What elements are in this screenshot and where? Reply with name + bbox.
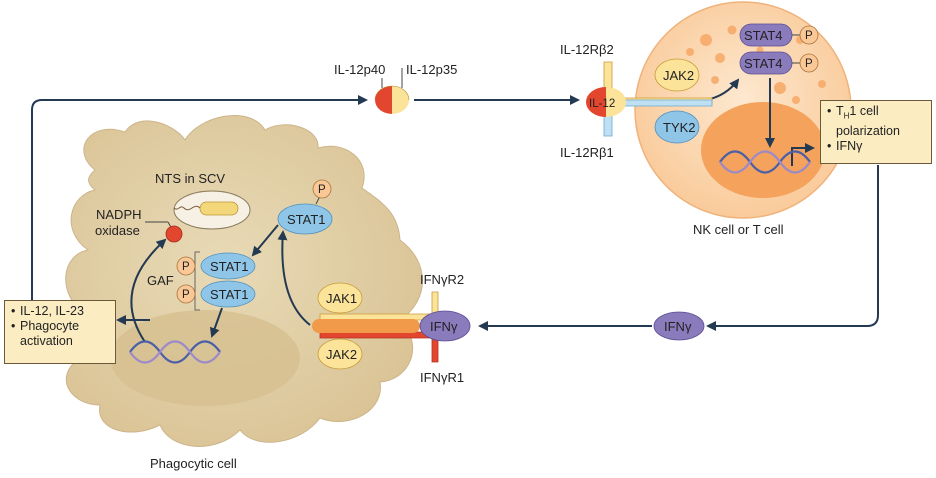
gaf-p1: P <box>182 261 190 273</box>
jak-stat1-arrow <box>277 230 311 326</box>
tyk2 <box>654 110 700 144</box>
ifng-free-label: IFNγ <box>664 319 692 334</box>
gaf-dna-arrow <box>209 307 223 338</box>
il12-receptor <box>586 61 713 137</box>
il12p35-label: IL-12p35 <box>406 62 457 77</box>
phagocyte-dna-helix <box>129 340 221 364</box>
ifng-secretion-arrow <box>706 165 879 331</box>
il12-bound-label: IL-12 <box>589 98 615 110</box>
il12-secretion-arrow <box>31 95 368 300</box>
jak2-nk <box>654 58 700 92</box>
il12rb1-label: IL-12Rβ1 <box>560 145 614 160</box>
phagocyte-output-activation: Phagocyte activation <box>11 319 109 349</box>
ifng-bound-label: IFNγ <box>430 319 458 334</box>
jak1-label: JAK1 <box>326 291 357 306</box>
phagocyte-output-box: IL-12, IL-23 Phagocyte activation <box>4 300 116 364</box>
jak2-nk-label: JAK2 <box>663 68 694 83</box>
stat1-gaf-arrow <box>251 224 279 257</box>
ifng-receptor <box>312 291 471 363</box>
stat4-b-phospho: P <box>805 58 813 70</box>
il12rb2-label: IL-12Rβ2 <box>560 42 614 57</box>
nadph-label-line2: oxidase <box>95 223 140 238</box>
pathway-arrows <box>31 78 879 343</box>
nk-output-ifng: IFNγ <box>827 139 925 154</box>
jak2-phagocyte-label: JAK2 <box>326 347 357 362</box>
nk-or-t-cell <box>634 1 852 219</box>
stat1-b-label: STAT1 <box>210 287 249 302</box>
ifng-free <box>653 311 705 341</box>
nk-transcription-arrow <box>791 143 815 166</box>
tyk2-label: TYK2 <box>663 120 696 135</box>
nk-output-th1: TH1 cell polarization <box>827 104 925 139</box>
il12-cytokine-free <box>374 68 410 114</box>
nts-scv-label: NTS in SCV <box>155 171 225 186</box>
ifngr2-label: IFNγR2 <box>420 272 464 287</box>
stat1-top-label: STAT1 <box>287 212 326 227</box>
dna-nadph-arrow <box>130 238 167 343</box>
phagocytic-cell <box>58 115 423 447</box>
nadph-label-line1: NADPH <box>96 207 142 222</box>
nk-cell-label: NK cell or T cell <box>693 222 784 237</box>
stat4-a-label: STAT4 <box>744 28 783 43</box>
ifngr1-label: IFNγR1 <box>420 370 464 385</box>
phagocytic-cell-label: Phagocytic cell <box>150 456 237 471</box>
phagocyte-nucleus <box>110 310 300 406</box>
il12p40-label: IL-12p40 <box>334 62 385 77</box>
jak2-phagocyte <box>317 338 363 370</box>
gaf-p2: P <box>182 289 190 301</box>
stat4-dimer <box>739 23 819 75</box>
salmonella-containing-vacuole <box>173 190 251 230</box>
gaf-label: GAF <box>147 273 174 288</box>
nk-output-box: TH1 cell polarization IFNγ <box>820 100 932 164</box>
nadph-oxidase <box>145 221 183 243</box>
stat4-a-phospho: P <box>805 30 813 42</box>
stat1-phosphorylated <box>277 179 333 235</box>
phagocyte-output-il12: IL-12, IL-23 <box>11 304 109 319</box>
nk-nucleus <box>701 102 825 198</box>
stat1-top-phospho: P <box>318 184 326 196</box>
nk-dna-helix <box>719 150 811 174</box>
jak1 <box>317 282 363 314</box>
gaf-dimer <box>176 251 256 311</box>
stat1-a-label: STAT1 <box>210 259 249 274</box>
stat4-b-label: STAT4 <box>744 56 783 71</box>
